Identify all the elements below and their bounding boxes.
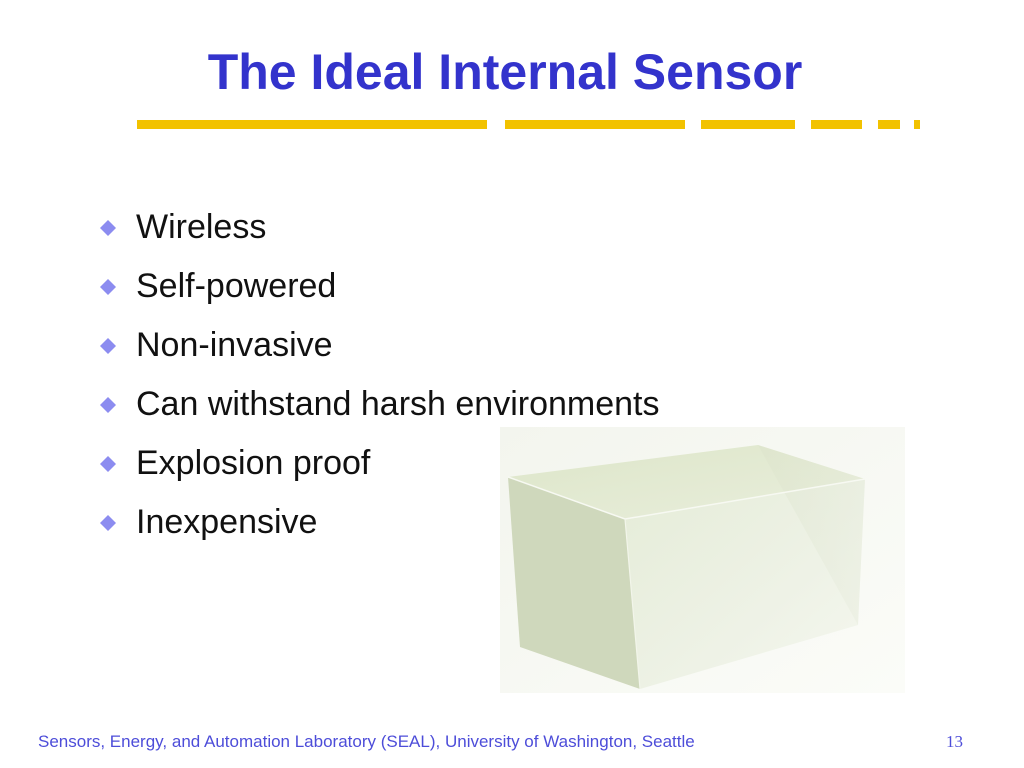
bullet-item: Can withstand harsh environments xyxy=(100,375,660,434)
title-underline-segment xyxy=(701,120,795,129)
bullet-item: Non-invasive xyxy=(100,316,660,375)
bullet-item: Explosion proof xyxy=(100,434,660,493)
diamond-bullet-icon xyxy=(100,278,116,295)
title-underline-segment xyxy=(914,120,920,129)
bullet-text: Wireless xyxy=(136,208,267,246)
diamond-bullet-icon xyxy=(100,514,116,531)
slide-title: The Ideal Internal Sensor xyxy=(207,44,803,100)
bullet-list: Wireless Self-powered Non-invasive Can w… xyxy=(100,198,660,552)
bullet-text: Non-invasive xyxy=(136,326,333,364)
bullet-text: Can withstand harsh environments xyxy=(136,385,660,423)
footer-text: Sensors, Energy, and Automation Laborato… xyxy=(38,732,695,751)
title-underline-segment xyxy=(811,120,862,129)
bullet-item: Self-powered xyxy=(100,257,660,316)
title-underline-segment xyxy=(505,120,685,129)
bullet-text: Self-powered xyxy=(136,267,337,305)
diamond-bullet-icon xyxy=(100,337,116,354)
diamond-bullet-icon xyxy=(100,455,116,472)
bullet-text: Inexpensive xyxy=(136,503,318,541)
page-number: 13 xyxy=(946,732,963,751)
diamond-bullet-icon xyxy=(100,396,116,413)
sensor-block-image xyxy=(500,427,905,693)
bullet-item: Wireless xyxy=(100,198,660,257)
bullet-text: Explosion proof xyxy=(136,444,371,482)
bullet-item: Inexpensive xyxy=(100,493,660,552)
title-underline-segment xyxy=(137,120,487,129)
title-underline-segment xyxy=(878,120,900,129)
diamond-bullet-icon xyxy=(100,219,116,236)
